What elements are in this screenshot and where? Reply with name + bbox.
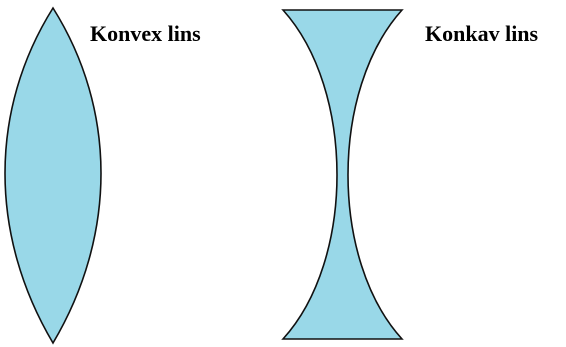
convex-lens-label: Konvex lins <box>90 21 201 46</box>
concave-lens-shape <box>281 9 404 340</box>
concave-lens-label: Konkav lins <box>425 21 539 46</box>
convex-lens-shape <box>4 6 102 345</box>
